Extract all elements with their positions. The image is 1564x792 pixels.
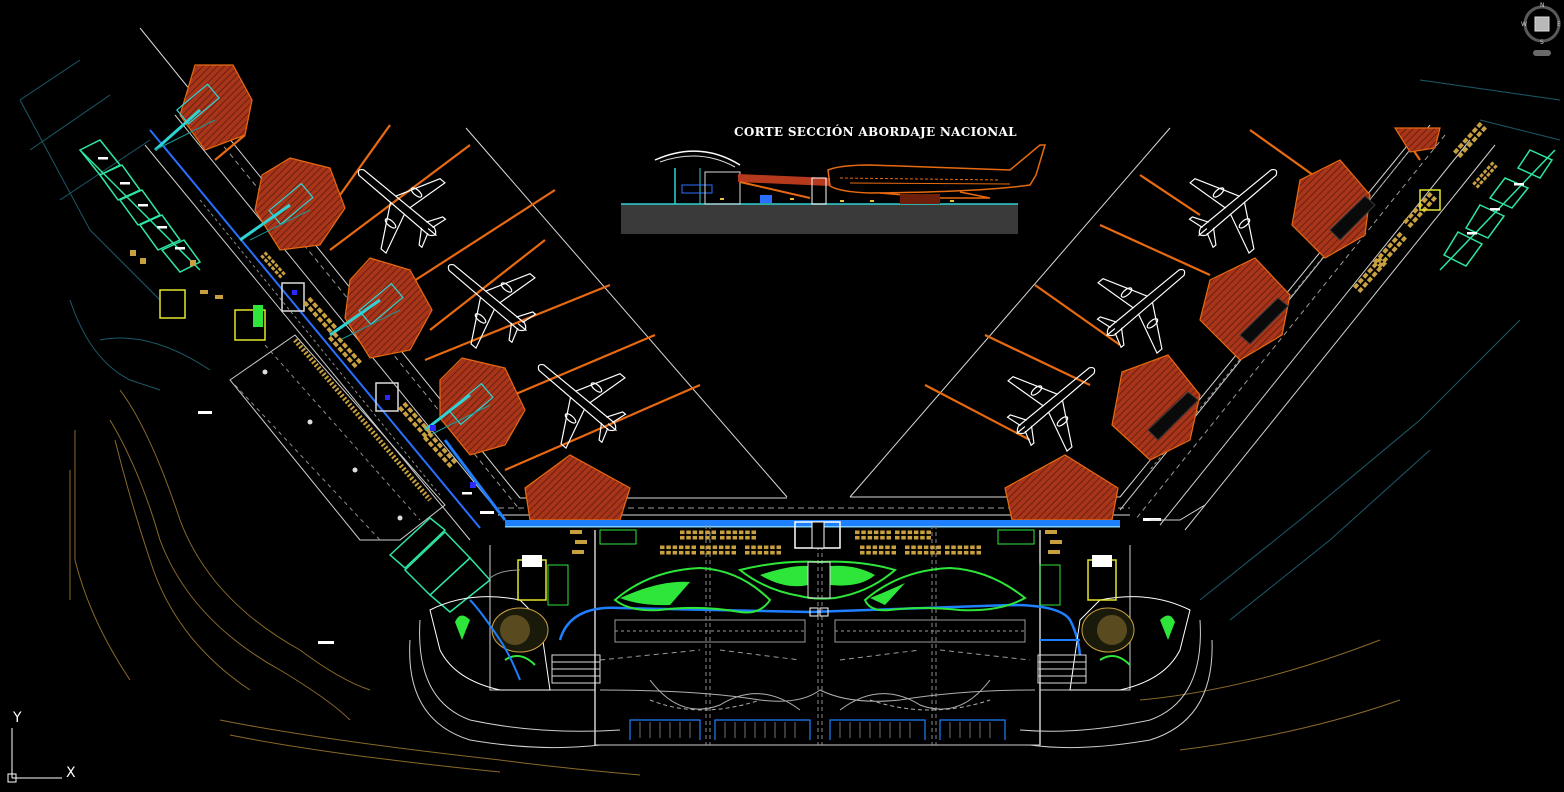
terminal-building [489, 521, 1131, 746]
wcs-menu-button[interactable] [1533, 50, 1551, 56]
roof-pod [1111, 354, 1201, 461]
roof-pod [1393, 127, 1441, 153]
left-concourse [144, 104, 521, 541]
aircraft-icon [328, 134, 467, 272]
ucs-x-label: X [66, 765, 76, 781]
roof-pod [1199, 257, 1291, 361]
roof-pod [1004, 454, 1119, 521]
compass-west-label: W [1521, 21, 1527, 28]
left-lower-rooms [388, 517, 492, 613]
aircraft-icon [508, 329, 647, 467]
roof-pod [524, 454, 631, 521]
view-cube-navigator[interactable]: N S E W [1521, 2, 1561, 56]
ucs-icon [7, 728, 62, 783]
roof-pod [344, 257, 433, 359]
left-gate-rooms [78, 139, 202, 273]
compass-east-label: E [1557, 21, 1561, 28]
site-boundary-lines [19, 59, 1561, 621]
aircraft-icon [1076, 234, 1215, 372]
right-terminal-pavilion [1019, 504, 1213, 749]
compass-north-label: N [1540, 2, 1545, 9]
compass-south-label: S [1540, 39, 1544, 46]
roof-pod [254, 157, 346, 251]
left-wing-furniture [130, 250, 476, 521]
right-wing-furniture [1352, 121, 1524, 294]
left-jet-bridges [154, 83, 494, 436]
aircraft-icon [418, 229, 557, 367]
section-title: CORTE SECCIÓN ABORDAJE NACIONAL [734, 123, 1017, 139]
roof-pod [1291, 159, 1371, 259]
site-contour-lines [69, 389, 1401, 776]
left-terminal-pavilion [409, 555, 621, 749]
boarding-section-drawing: CORTE SECCIÓN ABORDAJE NACIONAL [621, 123, 1047, 234]
ucs-y-label: Y [12, 710, 22, 726]
aircraft-icon [986, 332, 1125, 470]
right-jet-bridges [1147, 195, 1376, 441]
section-ground-slab [621, 204, 1018, 234]
